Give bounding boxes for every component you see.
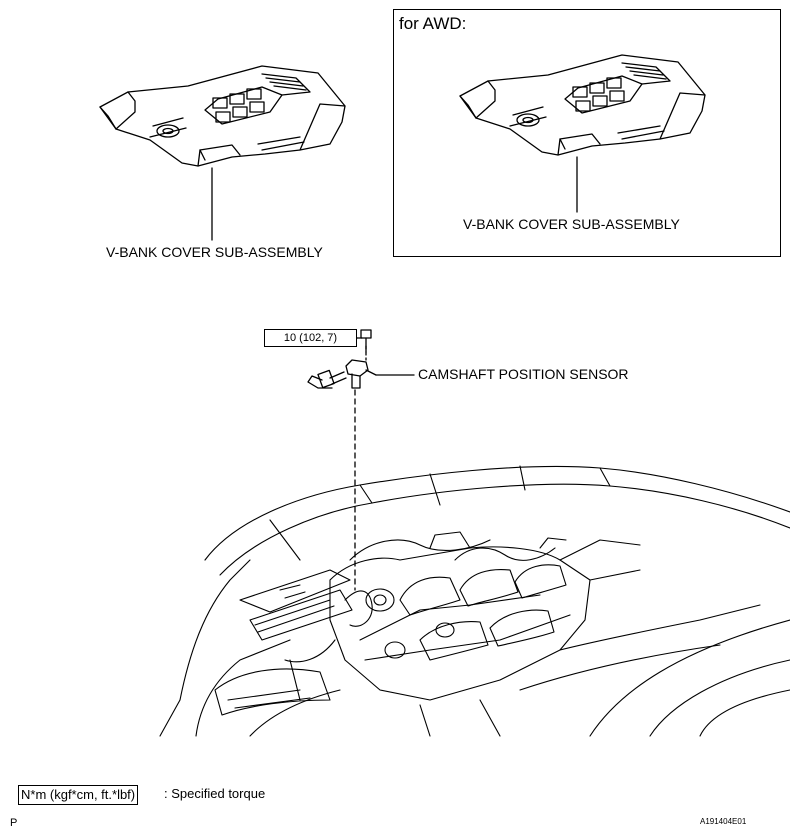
camshaft-position-sensor-label: CAMSHAFT POSITION SENSOR (418, 366, 629, 382)
torque-spec-badge: 10 (102, 7) (264, 329, 357, 347)
torque-legend-description: : Specified torque (164, 786, 266, 801)
awd-variant-frame (393, 9, 781, 257)
engine-bay-drawing (159, 465, 790, 737)
v-bank-cover-awd (459, 54, 706, 156)
page-marker: P (10, 817, 18, 829)
v-bank-cover-left (99, 65, 346, 167)
v-bank-cover-label: V-BANK COVER SUB-ASSEMBLY (106, 244, 323, 260)
torque-legend-unit: N*m (kgf*cm, ft.*lbf) (18, 785, 139, 805)
camshaft-position-sensor-drawing (307, 329, 377, 389)
figure-id: A191404E01 (700, 817, 747, 826)
v-bank-cover-awd-label: V-BANK COVER SUB-ASSEMBLY (463, 216, 680, 232)
awd-heading: for AWD: (399, 14, 467, 33)
